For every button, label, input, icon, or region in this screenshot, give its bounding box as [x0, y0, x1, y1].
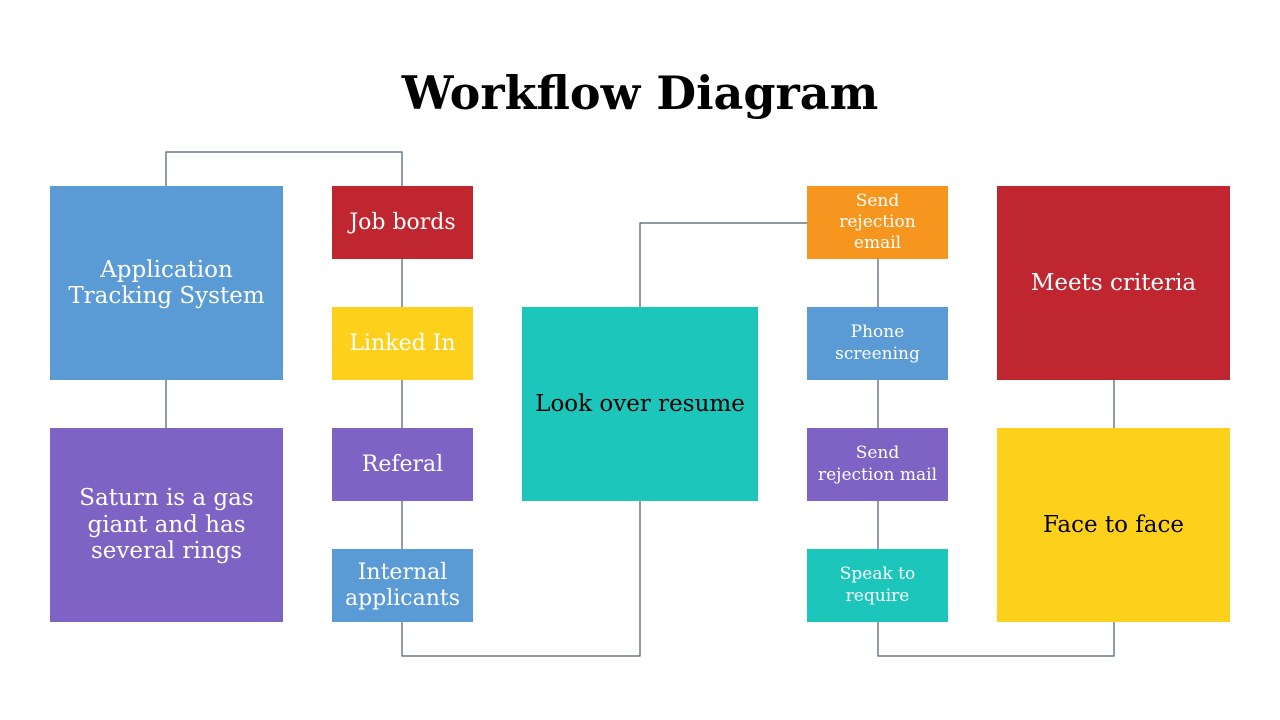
connector-internal-to-lookover — [401, 501, 641, 657]
node-label: Send rejection mail — [817, 443, 938, 485]
node-label: Look over resume — [535, 390, 745, 417]
page-title: Workflow Diagram — [401, 66, 879, 120]
node-saturn: Saturn is a gas giant and has several ri… — [50, 428, 283, 622]
node-job-boards: Job bords — [332, 186, 473, 259]
connector-speak-to-facetoface — [877, 622, 1115, 657]
node-label: Referal — [361, 451, 444, 477]
node-label: Linked In — [349, 330, 456, 356]
node-label: Job bords — [349, 209, 456, 235]
node-referral: Referal — [332, 428, 473, 501]
node-look-over-resume: Look over resume — [522, 307, 758, 501]
node-label: Speak to require — [839, 564, 916, 606]
node-send-rejection-mail: Send rejection mail — [807, 428, 948, 501]
node-label: Face to face — [1042, 511, 1185, 538]
connector-lookover-to-rejection-email — [639, 222, 807, 307]
node-face-to-face: Face to face — [997, 428, 1230, 622]
connector-ats-to-sources — [165, 151, 403, 186]
node-linkedin: Linked In — [332, 307, 473, 380]
node-meets-criteria: Meets criteria — [997, 186, 1230, 380]
node-label: Meets criteria — [1030, 269, 1197, 296]
node-internal-applicants: Internal applicants — [332, 549, 473, 622]
node-label: Send rejection email — [839, 190, 916, 254]
node-label: Saturn is a gas giant and has several ri… — [79, 485, 254, 565]
node-send-rejection-email: Send rejection email — [807, 186, 948, 259]
node-label: Phone screening — [835, 322, 920, 364]
node-application-tracking-system: Application Tracking System — [50, 186, 283, 380]
node-label: Internal applicants — [344, 560, 461, 611]
node-label: Application Tracking System — [68, 256, 265, 309]
node-phone-screening: Phone screening — [807, 307, 948, 380]
node-speak-to-require: Speak to require — [807, 549, 948, 622]
